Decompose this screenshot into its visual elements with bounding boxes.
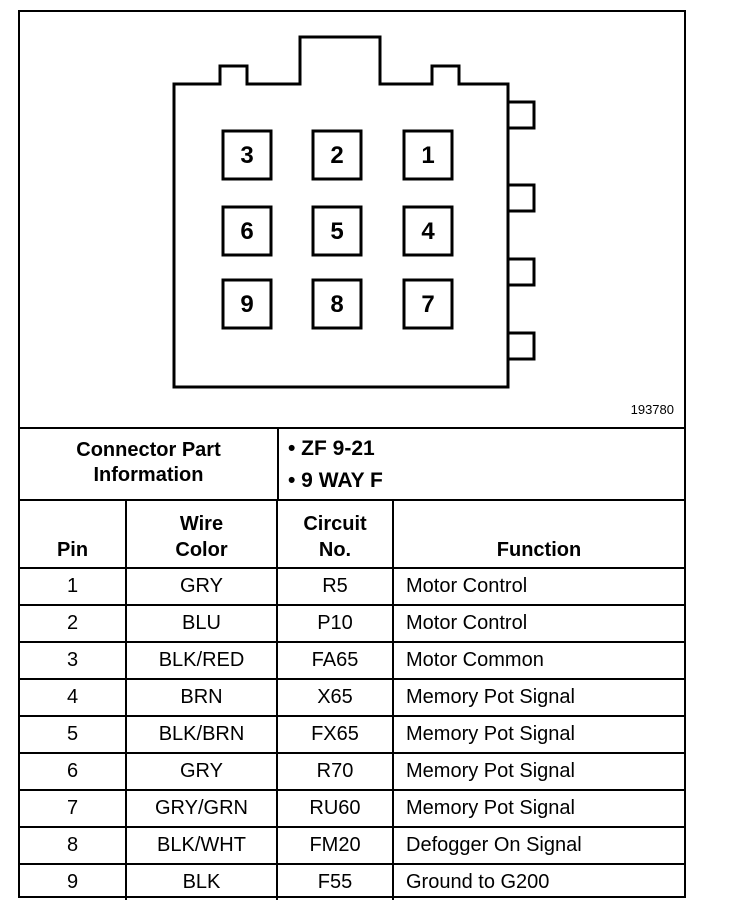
info-label-line2: Information bbox=[93, 464, 204, 486]
connector-pin-cavity: 9 bbox=[221, 278, 273, 330]
cell-circuit: FM20 bbox=[276, 826, 394, 865]
cell-circuit: P10 bbox=[276, 604, 394, 643]
figure-id: 193780 bbox=[630, 402, 674, 417]
cell-function: Defogger On Signal bbox=[392, 826, 684, 865]
pin-number: 8 bbox=[330, 291, 343, 318]
cell-function: Memory Pot Signal bbox=[392, 789, 684, 828]
side-latches bbox=[506, 100, 536, 361]
cell-wire-color: BLU bbox=[125, 604, 278, 643]
cell-pin: 7 bbox=[20, 789, 127, 828]
cell-wire-color: BLK/BRN bbox=[125, 715, 278, 754]
cell-wire-color: GRY/GRN bbox=[125, 789, 278, 828]
connector-pin-cavity: 5 bbox=[311, 205, 363, 257]
cell-wire-color: GRY bbox=[125, 752, 278, 791]
cell-function: Motor Control bbox=[392, 567, 684, 606]
pin-number: 3 bbox=[240, 142, 253, 169]
connector-drawing: 3 2 1 6 5 4 9 8 7 bbox=[172, 35, 536, 389]
cell-pin: 4 bbox=[20, 678, 127, 717]
connector-part-info: Connector Part Information • ZF 9-21 • 9… bbox=[20, 427, 684, 501]
cell-circuit: F55 bbox=[276, 863, 394, 900]
pin-number: 2 bbox=[330, 142, 343, 169]
connector-pin-cavity: 7 bbox=[402, 278, 454, 330]
info-label: Connector Part Information bbox=[20, 427, 279, 499]
cell-function: Ground to G200 bbox=[392, 863, 684, 900]
cell-pin: 8 bbox=[20, 826, 127, 865]
cell-circuit: RU60 bbox=[276, 789, 394, 828]
cell-circuit: FA65 bbox=[276, 641, 394, 680]
cell-pin: 2 bbox=[20, 604, 127, 643]
info-item-way-count: • 9 WAY F bbox=[288, 469, 383, 492]
cell-wire-color: BRN bbox=[125, 678, 278, 717]
pin-number: 4 bbox=[421, 218, 435, 245]
cell-circuit: R5 bbox=[276, 567, 394, 606]
pin-number: 9 bbox=[240, 291, 253, 318]
cell-function: Memory Pot Signal bbox=[392, 715, 684, 754]
cell-pin: 1 bbox=[20, 567, 127, 606]
connector-pin-cavity: 3 bbox=[221, 129, 273, 181]
pin-number: 7 bbox=[421, 291, 434, 318]
pin-number: 6 bbox=[240, 218, 253, 245]
cell-wire-color: BLK/RED bbox=[125, 641, 278, 680]
pin-number: 5 bbox=[330, 218, 343, 245]
cell-wire-color: BLK/WHT bbox=[125, 826, 278, 865]
cell-circuit: R70 bbox=[276, 752, 394, 791]
info-item-part-number: • ZF 9-21 bbox=[288, 437, 375, 460]
cell-pin: 9 bbox=[20, 863, 127, 900]
connector-diagram: 3 2 1 6 5 4 9 8 7 193780 bbox=[20, 12, 684, 429]
cell-circuit: X65 bbox=[276, 678, 394, 717]
connector-pin-cavity: 2 bbox=[311, 129, 363, 181]
cell-wire-color: GRY bbox=[125, 567, 278, 606]
cell-pin: 3 bbox=[20, 641, 127, 680]
connector-pin-cavity: 8 bbox=[311, 278, 363, 330]
connector-pin-cavity: 1 bbox=[402, 129, 454, 181]
cell-pin: 5 bbox=[20, 715, 127, 754]
cell-function: Motor Control bbox=[392, 604, 684, 643]
header-pin: Pin bbox=[20, 499, 127, 569]
cell-function: Memory Pot Signal bbox=[392, 752, 684, 791]
cell-function: Memory Pot Signal bbox=[392, 678, 684, 717]
cell-pin: 6 bbox=[20, 752, 127, 791]
cell-circuit: FX65 bbox=[276, 715, 394, 754]
cell-function: Motor Common bbox=[392, 641, 684, 680]
connector-pin-cavity: 4 bbox=[402, 205, 454, 257]
header-function: Function bbox=[392, 499, 684, 569]
info-items: • ZF 9-21 • 9 WAY F bbox=[288, 433, 383, 497]
cell-wire-color: BLK bbox=[125, 863, 278, 900]
connector-pin-cavity: 6 bbox=[221, 205, 273, 257]
pin-number: 1 bbox=[421, 142, 434, 169]
info-label-line1: Connector Part bbox=[76, 439, 221, 461]
